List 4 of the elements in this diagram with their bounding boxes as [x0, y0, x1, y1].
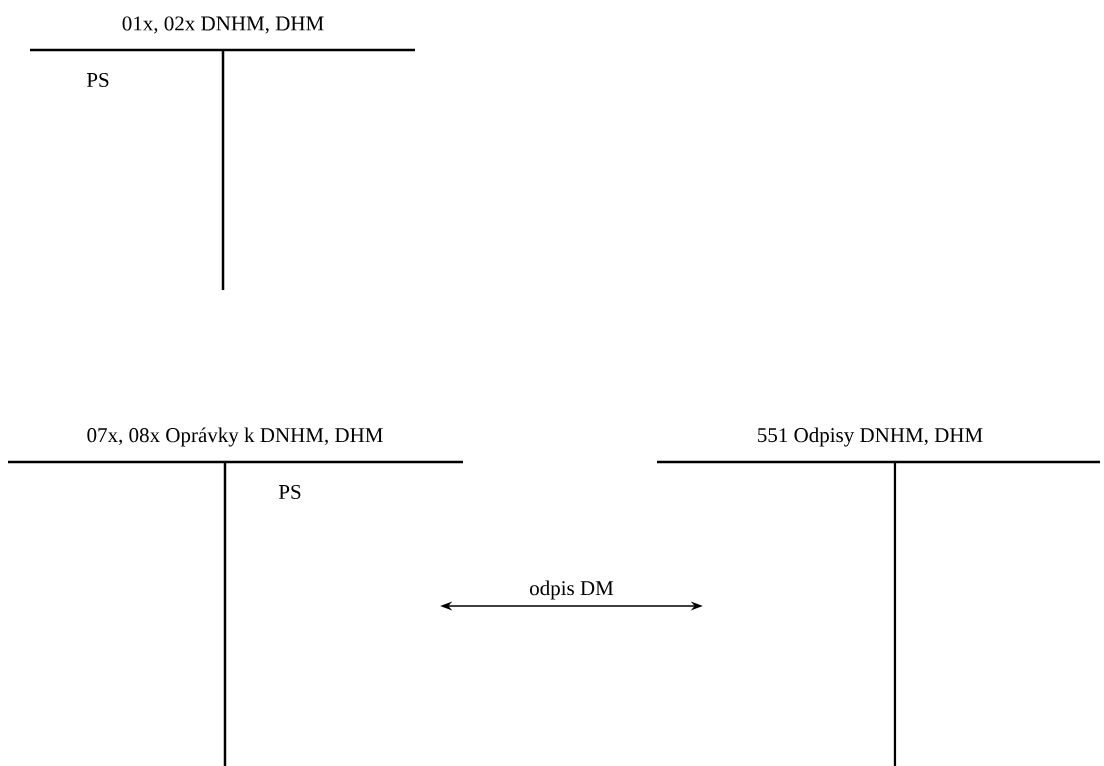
t-account: 07x, 08x Oprávky k DNHM, DHM PS — [8, 427, 463, 766]
t-account: 01x, 02x DNHM, DHM PS — [30, 16, 415, 290]
edge-label: odpis DM — [528, 579, 615, 601]
t-account: 551 Odpisy DNHM, DHM — [657, 427, 1100, 766]
